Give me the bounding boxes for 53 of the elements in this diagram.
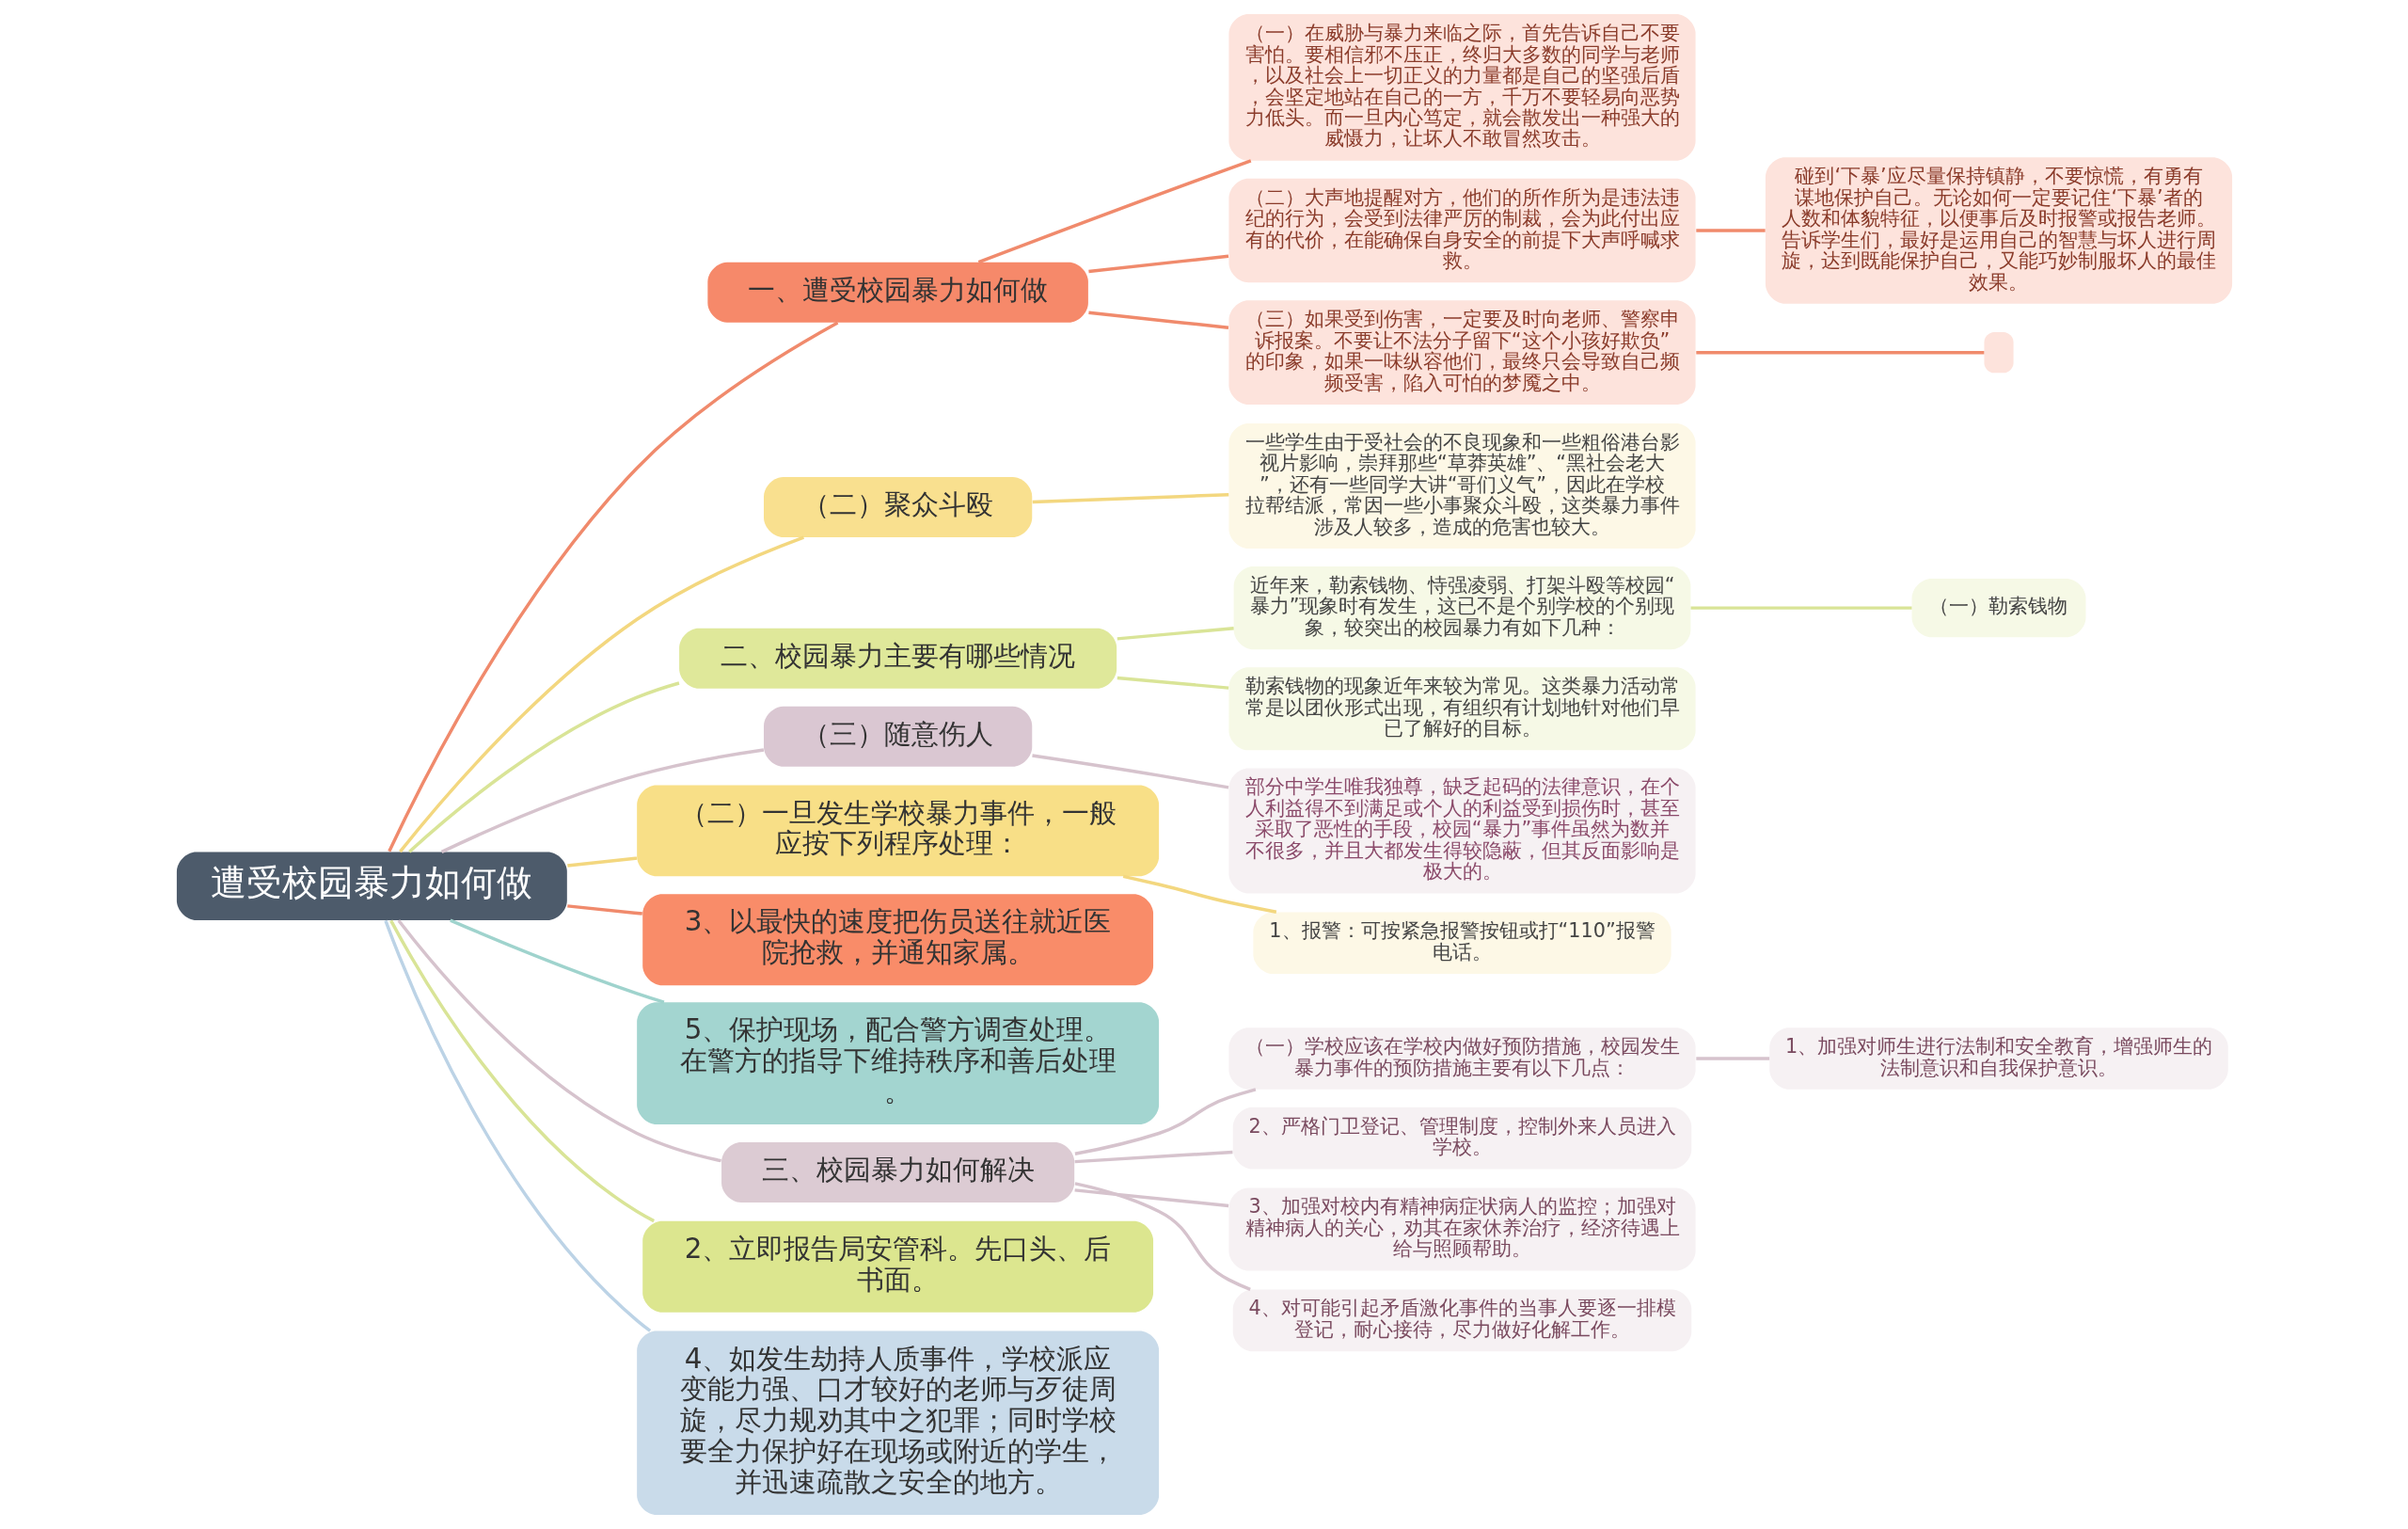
connector [1087,254,1228,274]
node-box: 2、立即报告局安管科。先口头、后书面。 [642,1220,1153,1313]
node-box: （二）一旦发生学校暴力事件，一般应按下列程序处理： [636,785,1159,877]
connector [1073,1188,1228,1208]
node-box: 1、加强对师生进行法制和安全教育，增强师生的法制意识和自我保护意识。 [1768,1027,2228,1090]
connector [388,919,655,1223]
connector [1074,1150,1233,1164]
node-box: （一）学校应该在学校内做好预防措施，校园发生暴力事件的预防措施主要有以下几点： [1228,1027,1696,1090]
connector [1074,1182,1251,1292]
node-box: 5、保护现场，配合警方调查处理。在警方的指导下维持秩序和善后处理。 [636,1002,1159,1124]
node-box: 三、校园暴力如何解决 [721,1142,1074,1202]
connector [398,535,804,853]
connector [1032,493,1228,504]
node-box: （二）聚众斗殴 [763,476,1032,537]
node-box: 3、以最快的速度把伤员送往就近医院抢救，并通知家属。 [642,894,1153,986]
connector [383,919,651,1332]
node-box: 碰到‘下暴’应尽量保持镇静，不要惊慌，有勇有谋地保护自己。无论如何一定要记住‘下暴’者的人数和体貌特征，以便事后及时报警或报告老师。告诉学生们，最好是运用自己的智慧与坏人进行周旋，达到既能保护自己，又能巧妙制服坏人的最佳效果。 [1765,157,2232,304]
node-box: 勒索钱物的现象近年来较为常见。这类暴力活动常常是以团伙形式出现，有组织有计划地针对他们早已了解好的目标。 [1228,667,1696,751]
node-box: 二、校园暴力主要有哪些情况 [678,628,1117,689]
node-box: 4、如发生劫持人质事件，学校派应变能力强、口才较好的老师与歹徒周旋，尽力规劝其中之犯罪；同时学校要全力保护好在现场或附近的学生，并迅速疏散之安全的地方。 [636,1330,1159,1515]
node-box: 遭受校园暴力如何做 [176,852,567,921]
node-box: （一）勒索钱物 [1911,579,2085,638]
node-box: （一）在威胁与暴力来临之际，首先告诉自己不要害怕。要相信邪不压正，终归大多数的同学与老师，以及社会上一切正义的力量都是自己的坚强后盾，会坚定地站在自己的一方，千万不要轻易向恶势力低头。而一旦内心笃定，就会散发出一种强大的威慑力，让坏人不敢冒然攻击。 [1228,14,1696,161]
connector [1117,676,1228,690]
connector [1074,1088,1256,1155]
connector [449,918,664,1004]
connector [1695,350,1984,355]
connector [1117,627,1234,641]
connector [387,321,838,852]
node-box: 1、报警：可按紧急报警按钮或打“110”报警电话。 [1252,912,1671,975]
connector [566,856,637,868]
node-box: 近年来，勒索钱物、恃强凌弱、打架斗殴等校园“暴力”现象时有发生，这已不是个别学校的个别现象，较突出的校园暴力有如下几种： [1233,566,1690,650]
node-box [1983,332,2014,374]
node-box: 一些学生由于受社会的不良现象和一些粗俗港台影视片影响，崇拜那些“草莽英雄”、“黑社会老大”，还有一些同学大讲“哥们义气”，因此在学校拉帮结派，常因一些小事聚众斗殴，这类暴力事件涉及人较多，造成的危害也较大。 [1228,422,1696,549]
node-box: （二）大声地提醒对方，他们的所作所为是违法违纪的行为，会受到法律严厉的制裁，会为此付出应有的代价，在能确保自身安全的前提下大声呼喊求救。 [1228,178,1696,283]
node-box: 部分中学生唯我独尊，缺乏起码的法律意识，在个人利益得不到满足或个人的利益受到损伤时，甚至采取了恶性的手段，校园“暴力”事件虽然为数并不很多，并且大都发生得较隐蔽，但其反面影响是极大的。 [1228,768,1696,894]
connector [566,904,642,916]
connector [1690,606,1911,610]
node-box: 2、严格门卫登记、管理制度，控制外来人员进入学校。 [1232,1107,1691,1170]
connector [1695,229,1766,232]
node-box: （三）随意伤人 [763,706,1032,767]
connector [440,748,764,853]
connector [1087,311,1228,329]
node-box: 3、加强对校内有精神病症状病人的监控；加强对精神病人的关心，劝其在家休养治疗，经济待遇上给与照顾帮助。 [1228,1187,1696,1271]
connector [407,681,679,853]
node-box: 4、对可能引起矛盾激化事件的当事人要逐一排模登记，耐心接待，尽力做好化解工作。 [1232,1289,1691,1352]
node-box: （三）如果受到伤害，一定要及时向老师、警察申诉报案。不要让不法分子留下“这个小孩好欺负”的印象，如果一味纵容他们，最终只会导致自己频频受害，陷入可怕的梦魇之中。 [1228,300,1696,405]
connector [1031,754,1228,789]
connector [977,159,1251,264]
connector [1122,874,1276,914]
node-box: 一、遭受校园暴力如何做 [706,262,1088,323]
connector [1695,1057,1769,1060]
connector [396,919,721,1163]
